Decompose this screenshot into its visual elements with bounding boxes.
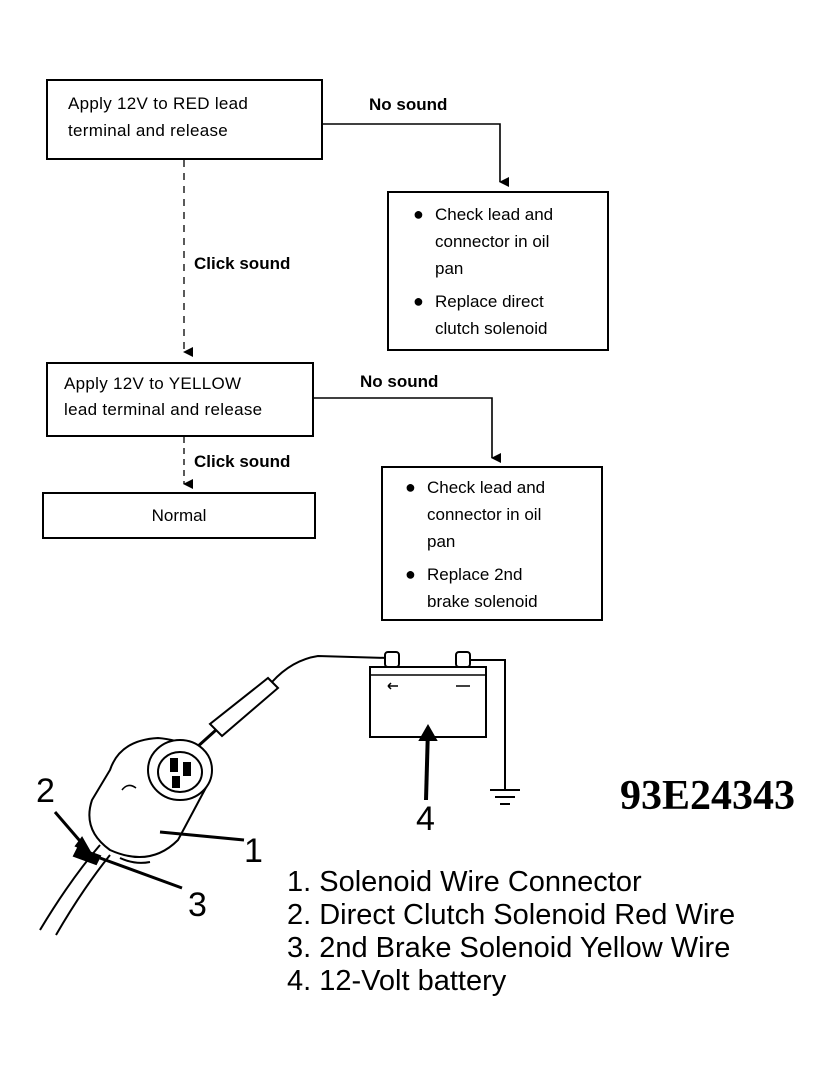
legend-item-4: 4. 12-Volt battery [287,965,507,997]
legend-item-3: 3. 2nd Brake Solenoid Yellow Wire [287,932,731,964]
legend-item-1: 1. Solenoid Wire Connector [287,866,642,898]
callout-number-4: 4 [416,800,435,838]
wire-clip [72,846,102,866]
ground-wire [466,659,506,790]
step2-box: Apply 12V to YELLOW lead terminal and re… [46,362,314,437]
normal-label: Normal [151,506,207,525]
callout-3-leader [99,856,183,890]
step1-line2: terminal and release [68,121,229,140]
step2-line1: Apply 12V to YELLOW [64,374,242,393]
callout-number-1: 1 [244,832,263,870]
step2-no-sound-label: No sound [360,372,439,391]
wiring-illustration [39,651,520,936]
bullet-icon: ● [405,564,416,584]
step1-text: Apply 12V to RED lead terminal and relea… [68,90,248,145]
bullet-icon: ● [413,204,424,224]
callout-1-leader [159,830,245,842]
battery-post-positive [455,651,471,668]
bullet-icon: ● [413,291,424,311]
action1-list: ●Check lead and connector in oil pan ●Re… [413,201,553,342]
action1-box: ●Check lead and connector in oil pan ●Re… [387,191,609,351]
test-probe [208,676,280,738]
solenoid-wires [39,844,101,931]
action1-item1: ●Check lead and [413,201,553,228]
step2-text: Apply 12V to YELLOW lead terminal and re… [64,370,262,424]
step1-box: Apply 12V to RED lead terminal and relea… [46,79,323,160]
test-lead-wire [271,654,389,683]
battery-post-negative [384,651,400,668]
step1-line1: Apply 12V to RED lead [68,94,249,113]
step2-click-sound-label: Click sound [194,452,291,471]
action2-list: ●Check lead and connector in oil pan ●Re… [405,474,545,615]
action2-item1: ●Check lead and [405,474,545,501]
action1-item2: ●Replace direct [413,288,553,315]
step2-line2: lead terminal and release [64,400,263,419]
legend-item-2: 2. Direct Clutch Solenoid Red Wire [287,899,736,931]
connector-step1-no-sound [322,123,509,187]
legend: 1. Solenoid Wire Connector 2. Direct Clu… [287,866,735,998]
step1-no-sound-label: No sound [369,95,448,114]
bullet-icon: ● [405,477,416,497]
ground-symbol [490,789,520,805]
callout-number-2: 2 [36,772,55,810]
step1-click-sound-label: Click sound [194,254,291,273]
figure-id: 93E24343 [620,773,796,819]
action2-item2: ●Replace 2nd [405,561,545,588]
action2-box: ●Check lead and connector in oil pan ●Re… [381,466,603,621]
connector-step2-no-sound [313,397,501,463]
callout-number-3: 3 [188,886,207,924]
normal-box: Normal [42,492,316,539]
